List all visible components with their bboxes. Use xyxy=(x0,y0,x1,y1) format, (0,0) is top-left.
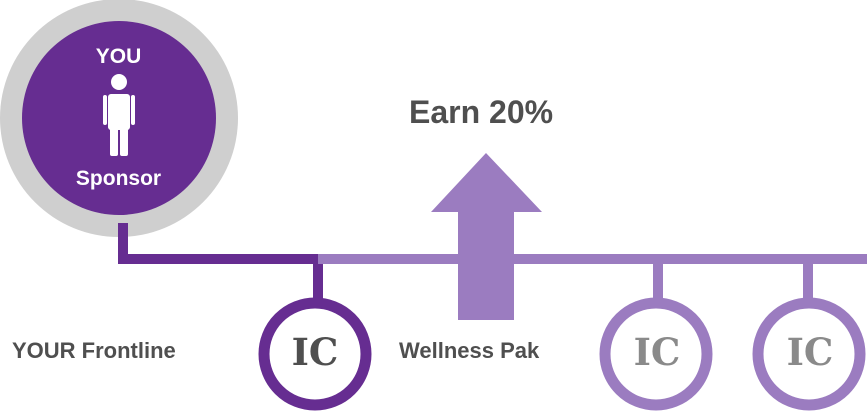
ic-node-third xyxy=(752,297,866,411)
ic-node-label: IC xyxy=(786,330,834,374)
wellness-pak-label: Wellness Pak xyxy=(399,338,540,363)
ic-node-label: IC xyxy=(291,330,339,374)
ic-node-second xyxy=(599,297,713,411)
frontline-label: YOUR Frontline xyxy=(12,338,176,363)
sponsor-role-label: Sponsor xyxy=(75,167,162,190)
ic-node-label: IC xyxy=(633,330,681,374)
ic-node-frontline xyxy=(258,297,372,411)
earn-percentage-label: Earn 20% xyxy=(409,94,554,130)
sponsor-you-label: YOU xyxy=(95,45,142,68)
connector-line-light xyxy=(318,254,867,300)
person-icon xyxy=(103,74,135,156)
connector-line-dark xyxy=(118,223,323,300)
up-arrow xyxy=(431,153,542,320)
